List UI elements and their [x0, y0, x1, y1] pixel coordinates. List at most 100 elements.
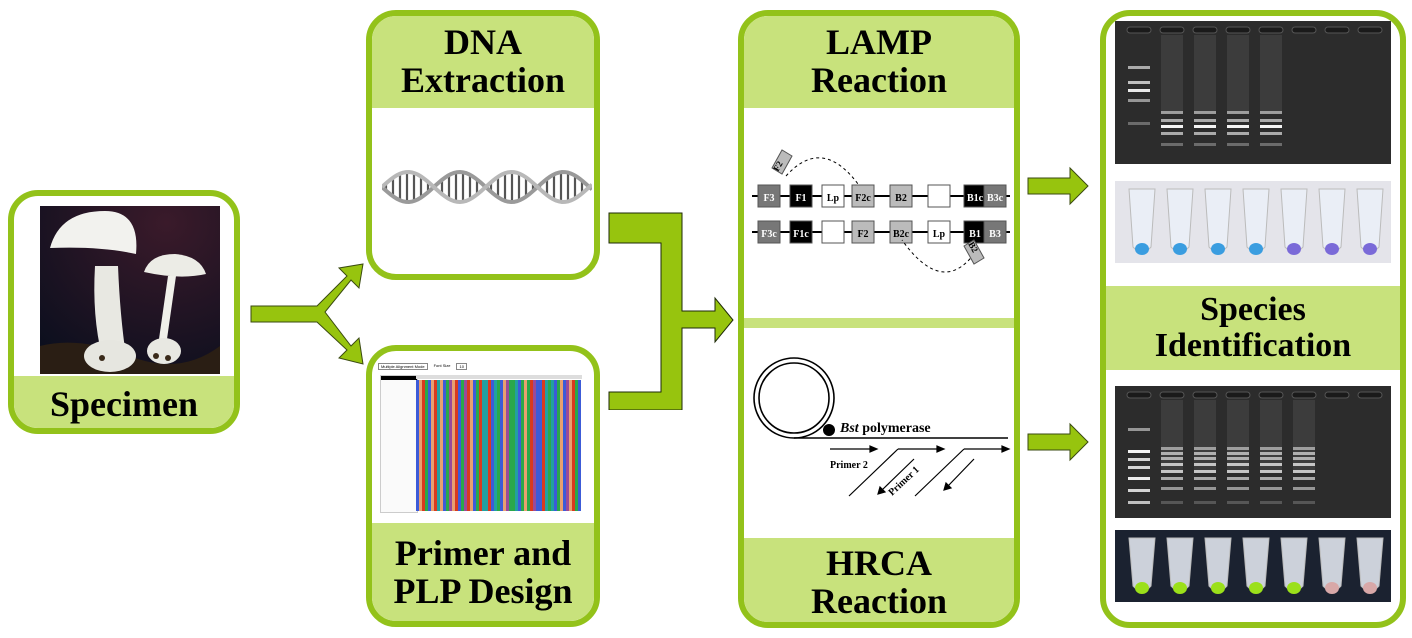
- gel-well: [1126, 391, 1152, 399]
- gel-band: [1260, 452, 1282, 455]
- alignment-column: [560, 380, 563, 511]
- alignment-column: [437, 380, 440, 511]
- gel-band: [1227, 125, 1249, 128]
- gel-band: [1161, 111, 1183, 114]
- tube: [1166, 188, 1194, 253]
- gel-band: [1194, 132, 1216, 135]
- lamp-segment: [789, 184, 813, 208]
- lamp-segment: [851, 220, 875, 244]
- gel-well: [1225, 26, 1251, 34]
- alignment-column: [509, 380, 512, 511]
- gel-smear: [1293, 400, 1315, 473]
- gel-band: [1260, 463, 1282, 466]
- alignment-column: [563, 380, 566, 511]
- gel-band: [1293, 447, 1315, 450]
- alignment-column: [533, 380, 536, 511]
- font-size-select[interactable]: 10: [456, 363, 467, 370]
- gel-band: [1128, 450, 1150, 453]
- tube-solution: [1211, 582, 1225, 594]
- gel-band: [1227, 470, 1249, 473]
- alignment-column: [443, 380, 446, 511]
- hrca-result-arrow: [1027, 422, 1089, 462]
- alignment-column: [485, 380, 488, 511]
- primer-design-panel: Multiple Alignment Mode Font Size 10 Pri…: [366, 345, 600, 627]
- lamp-segment-label: F1c: [793, 229, 809, 240]
- tube: [1242, 188, 1270, 253]
- lamp-segment: [927, 220, 951, 244]
- alignment-column: [548, 380, 551, 511]
- tube: [1204, 188, 1232, 253]
- alignment-column: [428, 380, 431, 511]
- gel-well: [1258, 26, 1284, 34]
- gel-band: [1260, 132, 1282, 135]
- tube-solution: [1135, 582, 1149, 594]
- lamp-segment-label: B3: [989, 229, 1001, 240]
- lamp-segment: [983, 220, 1007, 244]
- lamp-segment-label: Lp: [933, 229, 946, 240]
- alignment-column: [518, 380, 521, 511]
- gel-band: [1161, 463, 1183, 466]
- tube-solution: [1325, 243, 1339, 255]
- lamp-segment: [789, 220, 813, 244]
- alignment-column: [476, 380, 479, 511]
- gel-band: [1194, 457, 1216, 460]
- gel-smear: [1161, 35, 1183, 114]
- lamp-segment: [889, 220, 913, 244]
- gel-band: [1128, 466, 1150, 469]
- gel-band: [1161, 501, 1183, 504]
- gel-well: [1126, 26, 1152, 34]
- primer-b2-label: B2: [966, 240, 980, 255]
- alignment-column: [497, 380, 500, 511]
- gel-band: [1194, 125, 1216, 128]
- gel-band: [1161, 487, 1183, 490]
- loop-arrow-forward: [785, 157, 859, 185]
- gel-band: [1128, 89, 1150, 92]
- alignment-column: [455, 380, 458, 511]
- gel-band: [1128, 99, 1150, 102]
- gel-band: [1194, 452, 1216, 455]
- gel-band: [1227, 119, 1249, 122]
- tube-solution: [1363, 243, 1377, 255]
- tube: [1128, 188, 1156, 253]
- alignment-column: [431, 380, 434, 511]
- lamp-segment: [889, 184, 913, 208]
- gel-band: [1260, 501, 1282, 504]
- tube: [1356, 188, 1384, 253]
- tube: [1318, 188, 1346, 253]
- alignment-column: [536, 380, 539, 511]
- alignment-column: [557, 380, 560, 511]
- alignment-mode-select[interactable]: Multiple Alignment Mode: [378, 363, 428, 370]
- alignment-column: [494, 380, 497, 511]
- lamp-segment: [821, 184, 845, 208]
- alignment-column: [452, 380, 455, 511]
- tube-solution: [1211, 243, 1225, 255]
- alignment-column: [425, 380, 428, 511]
- gel-band: [1194, 119, 1216, 122]
- gel-band: [1260, 111, 1282, 114]
- gel-band: [1194, 463, 1216, 466]
- gel-band: [1194, 477, 1216, 480]
- gel-band: [1260, 477, 1282, 480]
- gel-band: [1293, 477, 1315, 480]
- alignment-column: [491, 380, 494, 511]
- gel-band: [1161, 125, 1183, 128]
- tube-solution: [1287, 243, 1301, 255]
- gel-band: [1161, 457, 1183, 460]
- gel-smear: [1161, 400, 1183, 473]
- alignment-column: [449, 380, 452, 511]
- polymerase-dot: [823, 424, 835, 436]
- gel-band: [1161, 477, 1183, 480]
- alignment-column: [467, 380, 470, 511]
- alignment-column: [461, 380, 464, 511]
- alignment-column: [488, 380, 491, 511]
- lamp-segment: [983, 184, 1007, 208]
- alignment-column: [539, 380, 542, 511]
- alignment-column: [554, 380, 557, 511]
- alignment-column: [512, 380, 515, 511]
- hrca-fluorescent-tubes-image: [1115, 530, 1391, 602]
